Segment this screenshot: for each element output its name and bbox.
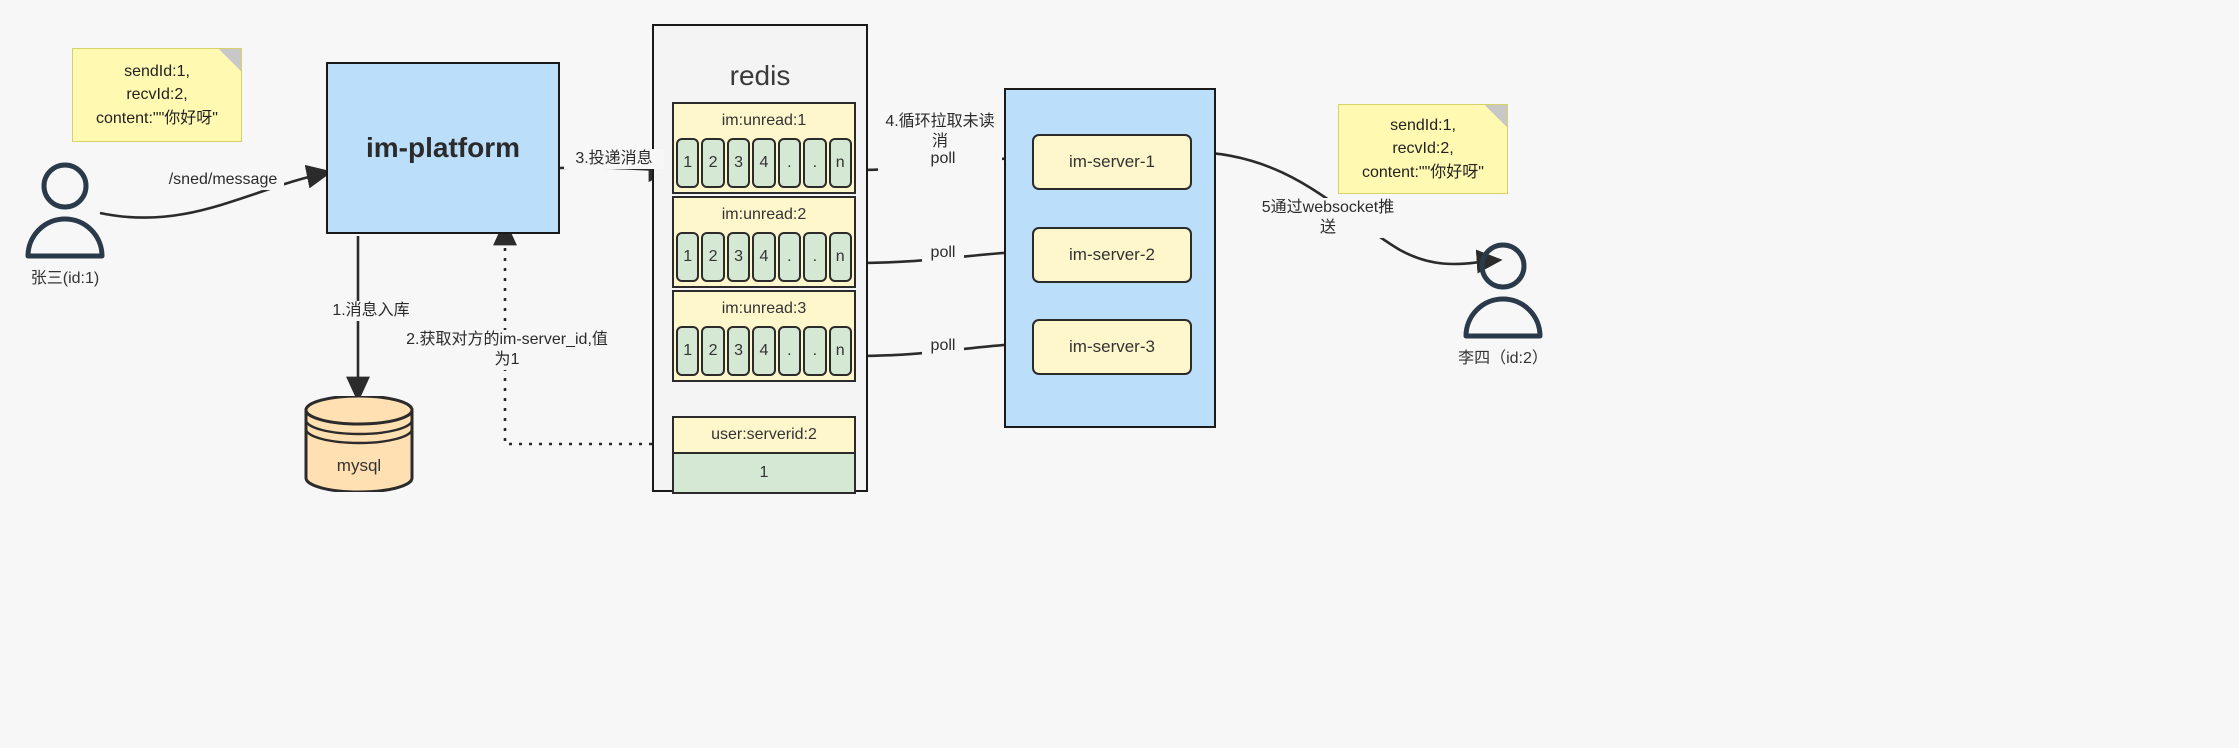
redis-list-key: im:unread:3	[721, 300, 807, 317]
redis-cell: 2	[701, 326, 725, 376]
redis-cell: 4	[752, 138, 776, 188]
redis-list-key: im:unread:1	[721, 112, 807, 129]
note-fold-icon	[219, 49, 241, 71]
redis-cell: .	[777, 326, 802, 376]
edge-label-poll-2: poll	[922, 243, 964, 263]
user-icon	[1463, 242, 1543, 339]
redis-cell: 4	[752, 232, 776, 282]
edge-label-step5: 5通过websocket推送	[1252, 198, 1404, 238]
database-cylinder-icon	[304, 394, 414, 494]
redis-cell: .	[803, 138, 827, 188]
redis-list-cells: 1 2 3 4 . . n	[676, 138, 852, 188]
note-fold-icon	[1485, 105, 1507, 127]
redis-cell: 1	[676, 326, 700, 376]
redis-cell: .	[803, 232, 827, 282]
redis-cell: 1	[676, 138, 700, 188]
note-left-text: sendId:1, recvId:2, content:""你好呀"	[96, 63, 218, 127]
note-left: sendId:1, recvId:2, content:""你好呀"	[72, 48, 242, 142]
im-platform-box[interactable]: im-platform	[326, 62, 560, 234]
im-server-3-box[interactable]: im-server-3	[1032, 319, 1192, 375]
actor-receiver-label: 李四（id:2）	[1458, 350, 1548, 367]
edge-label-step3: 3.投递消息	[564, 149, 664, 169]
redis-cell: .	[777, 138, 802, 188]
actor-receiver: 李四（id:2）	[1458, 240, 1548, 367]
im-server-2-box[interactable]: im-server-2	[1032, 227, 1192, 283]
redis-cell: 3	[726, 326, 751, 376]
redis-cell: .	[777, 232, 802, 282]
redis-list-cells: 1 2 3 4 . . n	[676, 232, 852, 282]
redis-list-im-unread-2[interactable]: im:unread:2 1 2 3 4 . . n	[672, 196, 856, 288]
mysql-database[interactable]: mysql	[303, 394, 415, 494]
redis-cell: n	[828, 138, 852, 188]
redis-kv-key: user:serverid:2	[674, 418, 854, 454]
redis-cell: 2	[701, 232, 725, 282]
edge-label-step2: 2.获取对方的im-server_id,值为1	[402, 330, 612, 370]
redis-cell: 2	[701, 138, 725, 188]
edge-label-poll-1: poll	[922, 149, 964, 169]
im-server-1-box[interactable]: im-server-1	[1032, 134, 1192, 190]
edge-label-step1: 1.消息入库	[316, 301, 426, 321]
im-platform-label: im-platform	[366, 132, 520, 163]
actor-sender-label: 张三(id:1)	[30, 270, 100, 287]
redis-container: redis im:unread:1 1 2 3 4 . . n im:unrea…	[652, 24, 868, 494]
redis-list-key: im:unread:2	[721, 206, 807, 223]
actor-sender: 张三(id:1)	[20, 160, 110, 287]
redis-kv-user-serverid[interactable]: user:serverid:2 1	[672, 416, 856, 494]
redis-cell: n	[828, 232, 852, 282]
note-right: sendId:1, recvId:2, content:""你好呀"	[1338, 104, 1508, 194]
redis-cell: 4	[752, 326, 776, 376]
user-icon	[25, 162, 105, 259]
redis-list-cells: 1 2 3 4 . . n	[676, 326, 852, 376]
im-server-3-label: im-server-3	[1069, 337, 1155, 356]
redis-cell: 3	[726, 138, 751, 188]
redis-cell: 3	[726, 232, 751, 282]
mysql-label: mysql	[336, 456, 382, 475]
redis-list-im-unread-3[interactable]: im:unread:3 1 2 3 4 . . n	[672, 290, 856, 382]
redis-cell: .	[803, 326, 827, 376]
redis-kv-value: 1	[674, 454, 854, 492]
edge-label-poll-3: poll	[922, 336, 964, 356]
redis-list-im-unread-1[interactable]: im:unread:1 1 2 3 4 . . n	[672, 102, 856, 194]
redis-cell: n	[828, 326, 852, 376]
redis-title: redis	[729, 60, 791, 91]
note-right-text: sendId:1, recvId:2, content:""你好呀"	[1362, 117, 1484, 181]
redis-cell: 1	[676, 232, 700, 282]
im-server-group: im-server-1 im-server-2 im-server-3	[1004, 88, 1216, 428]
edge-label-send-message: /sned/message	[162, 170, 284, 190]
im-server-1-label: im-server-1	[1069, 152, 1155, 171]
im-server-2-label: im-server-2	[1069, 245, 1155, 264]
